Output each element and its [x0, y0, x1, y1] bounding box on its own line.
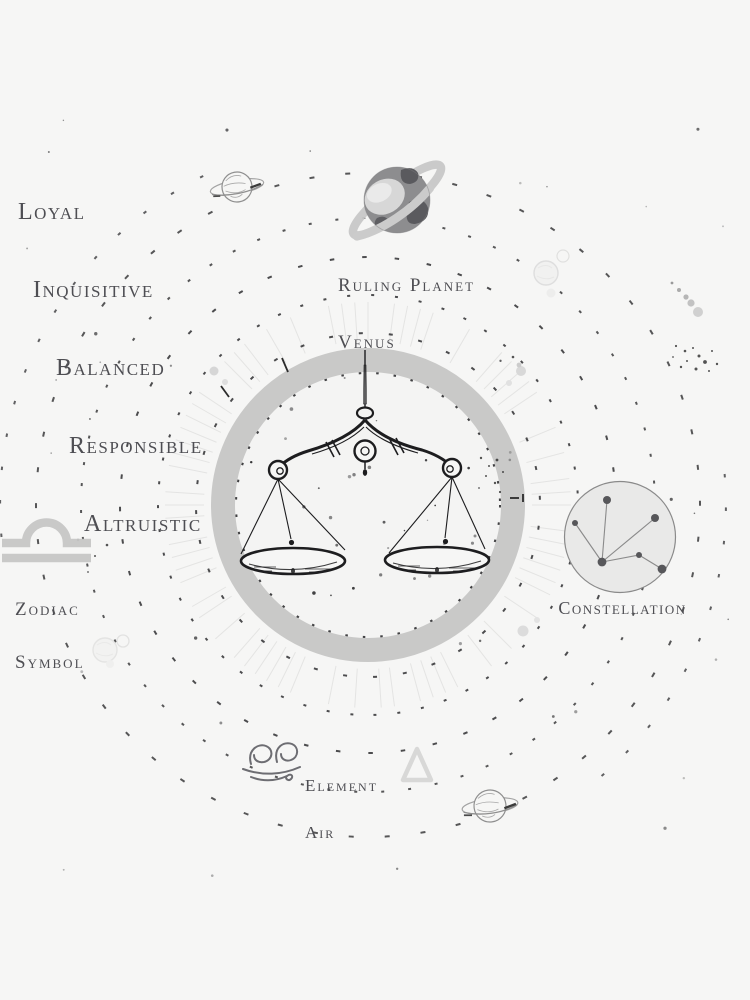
- ruling-planet-label: Ruling Planet Venus: [338, 238, 475, 390]
- air-triangle-icon: [400, 746, 434, 783]
- trait-item: Altruistic: [84, 511, 202, 537]
- faint-planet-icon: [92, 634, 130, 668]
- center-ring: [211, 348, 525, 662]
- orbit-dashes-layer: [0, 170, 727, 838]
- air-swirl-icon: [242, 742, 301, 782]
- zodiac-label-line1: Zodiac: [15, 599, 80, 620]
- sketch-planet-icon: [461, 789, 519, 823]
- ringed-planet-icon: [348, 160, 446, 241]
- gray-accent-dots: [209, 281, 703, 637]
- tick-marks: [220, 357, 524, 502]
- sketch-planet-icon: [209, 171, 265, 203]
- traits-list: Loyal Inquisitive Balanced Responsible A…: [18, 147, 203, 589]
- constellation-label: Constellation: [558, 598, 687, 618]
- trait-item: Balanced: [56, 355, 166, 381]
- ruling-planet-name: Venus: [338, 332, 396, 353]
- element-label: Element Air: [305, 747, 378, 871]
- ruling-planet-title: Ruling Planet: [338, 275, 476, 296]
- trait-item: Inquisitive: [33, 277, 154, 303]
- constellation-icon: [563, 480, 677, 594]
- libra-glyph-icon: [2, 518, 91, 563]
- element-name: Air: [305, 822, 336, 842]
- zodiac-symbol-label: Zodiac Symbol: [15, 566, 85, 706]
- sunburst-layer: [165, 302, 571, 708]
- element-title: Element: [305, 776, 379, 795]
- trait-item: Responsible: [69, 433, 203, 459]
- speck-clusters: [76, 344, 719, 573]
- libra-scales-illustration: [239, 350, 491, 576]
- trait-item: Loyal: [18, 199, 86, 225]
- zodiac-label-line2: Symbol: [15, 651, 85, 673]
- faint-planet-icon: [533, 249, 570, 298]
